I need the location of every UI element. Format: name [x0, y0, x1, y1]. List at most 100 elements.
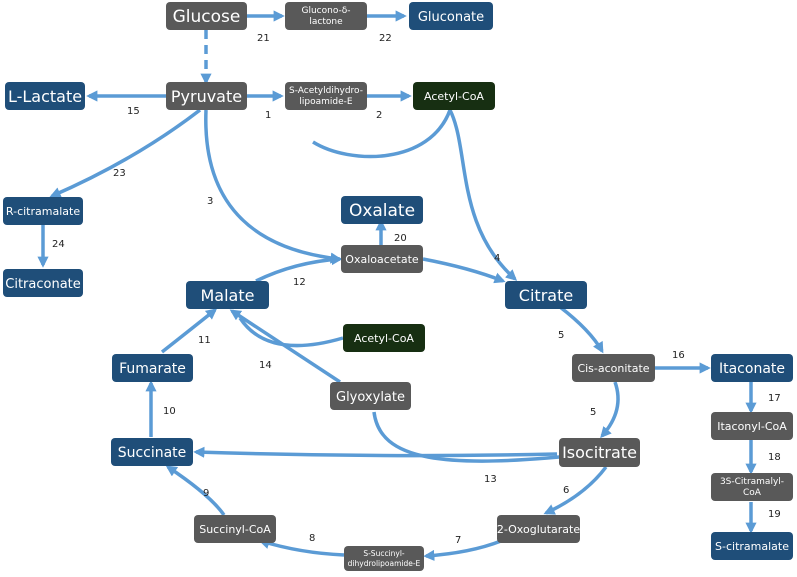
node-isocitrate: Isocitrate: [559, 438, 640, 467]
node-itaconate: Itaconate: [711, 354, 793, 382]
node-s-acetyldihydrolipoamide-e: S-Acetyldihydro- lipoamide-E: [285, 82, 367, 110]
step-17: 17: [768, 393, 781, 404]
step-8: 8: [309, 533, 315, 544]
node-acetyl-coa-mid: Acetyl-CoA: [343, 324, 425, 352]
svg-text:Glucono-δ-: Glucono-δ-: [301, 6, 350, 16]
node-itaconyl-coa: Itaconyl-CoA: [711, 412, 793, 440]
step-number-labels: 1 2 3 4 5 5 6 7 8 9 10 11 12 13 14 15 16…: [52, 33, 781, 546]
node-oxaloacetate: Oxaloacetate: [341, 245, 423, 273]
arrow-acetylcoa-into-citrate: [448, 109, 518, 281]
step-10: 10: [163, 406, 176, 417]
pathway-nodes: Glucose Glucono-δ- lactone Gluconate L-L…: [3, 2, 793, 571]
node-succinyl-coa: Succinyl-CoA: [194, 515, 276, 543]
svg-text:CoA: CoA: [743, 488, 762, 498]
svg-text:Itaconate: Itaconate: [719, 361, 785, 377]
svg-text:Glyoxylate: Glyoxylate: [336, 390, 405, 405]
node-2-oxoglutarate: 2-Oxoglutarate: [497, 515, 580, 543]
step-18: 18: [768, 452, 781, 463]
svg-text:L-Lactate: L-Lactate: [8, 87, 82, 106]
arrow-succinyl-coa-to-succinate: [165, 465, 226, 517]
svg-text:lactone: lactone: [309, 17, 343, 27]
arrow-cis-aconitate-to-isocitrate: [600, 381, 620, 439]
step-5b: 5: [590, 407, 596, 418]
arrow-oxaloacetate-to-citrate: [422, 257, 506, 284]
step-19: 19: [768, 509, 781, 520]
step-13: 13: [484, 474, 497, 485]
svg-text:Fumarate: Fumarate: [119, 361, 186, 377]
node-succinate: Succinate: [111, 438, 193, 466]
svg-text:Acetyl-CoA: Acetyl-CoA: [424, 90, 484, 103]
node-oxalate: Oxalate: [341, 196, 423, 224]
step-3: 3: [207, 196, 213, 207]
step-12: 12: [293, 277, 306, 288]
step-1: 1: [265, 110, 271, 121]
svg-text:Citraconate: Citraconate: [5, 277, 81, 292]
node-citrate: Citrate: [505, 281, 587, 309]
svg-text:Oxalate: Oxalate: [349, 201, 415, 221]
svg-text:Malate: Malate: [201, 286, 255, 305]
step-6: 6: [563, 485, 569, 496]
arrow-citrate-to-cis-aconitate: [558, 305, 604, 354]
node-r-citramalate: R-citramalate: [3, 197, 83, 225]
svg-text:Citrate: Citrate: [519, 286, 573, 305]
step-22: 22: [379, 33, 392, 44]
svg-text:Glucose: Glucose: [173, 7, 241, 27]
arrow-isocitrate-to-oxoglutarate: [543, 465, 608, 515]
svg-text:Pyruvate: Pyruvate: [171, 87, 242, 106]
svg-text:Acetyl-CoA: Acetyl-CoA: [354, 332, 414, 345]
node-pyruvate: Pyruvate: [166, 82, 247, 110]
svg-text:2-Oxoglutarate: 2-Oxoglutarate: [497, 523, 580, 536]
step-15: 15: [127, 106, 140, 117]
step-24: 24: [52, 239, 65, 250]
node-gluconate: Gluconate: [409, 2, 493, 30]
step-5a: 5: [558, 330, 564, 341]
node-s-succinyl-dihydrolipoamide-e: S-Succinyl- dihydrolipoamide-E: [344, 546, 424, 571]
node-malate: Malate: [186, 281, 269, 309]
arrow-oxoglutarate-to-s-succinyl: [423, 539, 502, 562]
svg-text:Itaconyl-CoA: Itaconyl-CoA: [717, 420, 787, 433]
pathway-arrows: [37, 10, 757, 562]
node-glucono-delta-lactone: Glucono-δ- lactone: [285, 2, 367, 30]
svg-text:S-Acetyldihydro-: S-Acetyldihydro-: [289, 86, 363, 96]
arrow-acetylcoa-mid-to-malate: [238, 317, 344, 348]
arrow-acetylcoa-to-citrate-curve: [312, 109, 452, 159]
step-9: 9: [203, 488, 209, 499]
svg-text:3S-Citramalyl-: 3S-Citramalyl-: [720, 477, 784, 487]
svg-text:Gluconate: Gluconate: [418, 10, 484, 25]
step-20: 20: [394, 233, 407, 244]
step-4: 4: [494, 253, 500, 264]
node-fumarate: Fumarate: [112, 354, 193, 382]
step-11: 11: [198, 335, 211, 346]
arrow-s-succinyl-to-succinyl-coa: [258, 538, 345, 557]
svg-text:S-Succinyl-: S-Succinyl-: [363, 549, 405, 558]
svg-text:Succinate: Succinate: [118, 445, 187, 461]
svg-text:Cis-aconitate: Cis-aconitate: [577, 362, 649, 375]
step-21: 21: [257, 33, 270, 44]
node-acetyl-coa-top: Acetyl-CoA: [413, 82, 495, 110]
step-14: 14: [259, 360, 272, 371]
node-glucose: Glucose: [166, 2, 247, 30]
step-2: 2: [376, 110, 382, 121]
node-citraconate: Citraconate: [3, 269, 83, 297]
step-7: 7: [455, 535, 461, 546]
node-3s-citramalyl-coa: 3S-Citramalyl- CoA: [711, 473, 793, 501]
svg-text:S-citramalate: S-citramalate: [715, 540, 789, 553]
node-l-lactate: L-Lactate: [5, 82, 85, 110]
arrow-pyruvate-to-oxaloacetate: [204, 109, 342, 264]
svg-text:Isocitrate: Isocitrate: [562, 443, 637, 462]
step-23: 23: [113, 168, 126, 179]
svg-text:lipoamide-E: lipoamide-E: [299, 97, 353, 107]
step-16: 16: [672, 350, 685, 361]
node-s-citramalate: S-citramalate: [711, 532, 793, 560]
arrow-pyruvate-to-r-citramalate: [49, 108, 202, 198]
arrow-malate-to-oxaloacetate: [255, 253, 343, 283]
svg-text:Succinyl-CoA: Succinyl-CoA: [199, 523, 271, 536]
node-cis-aconitate: Cis-aconitate: [572, 354, 655, 382]
node-glyoxylate: Glyoxylate: [330, 382, 411, 410]
arrow-isocitrate-to-succinate: [193, 446, 558, 458]
svg-text:R-citramalate: R-citramalate: [6, 205, 80, 218]
arrow-fumarate-to-malate: [160, 308, 218, 354]
svg-text:dihydrolipoamide-E: dihydrolipoamide-E: [348, 559, 421, 568]
svg-text:Oxaloacetate: Oxaloacetate: [345, 253, 419, 266]
